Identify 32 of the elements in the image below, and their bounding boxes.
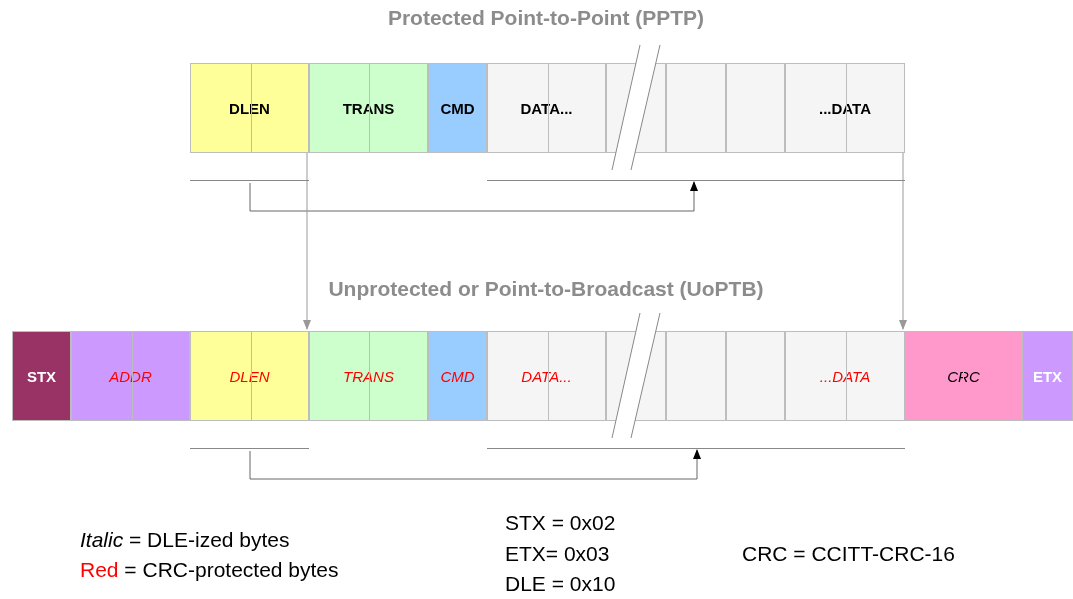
section-title: Protected Point-to-Point (PPTP) [387,6,705,30]
definition-text: ETX= 0x03 [505,542,610,566]
packet-field: DLEN [190,63,309,153]
packet-field: DATA... [487,331,606,421]
packet-field: CMD [428,331,487,421]
empty-field [726,63,785,153]
packet-field: ETX [1022,331,1073,421]
definition-text: STX = 0x02 [505,511,616,535]
section-title: Unprotected or Point-to-Broadcast (UoPTB) [328,277,764,301]
bracket-line [487,180,905,183]
arrow [249,449,701,480]
bracket-line [190,448,309,451]
packet-field: TRANS [309,331,428,421]
packet-field: CMD [428,63,487,153]
packet-field: CRC [905,331,1022,421]
packet-field: TRANS [309,63,428,153]
arrow [249,181,698,212]
empty-field [666,331,726,421]
arrow [899,152,907,330]
packet-field: STX [12,331,71,421]
bracket-line [487,448,905,451]
definition-text: DLE = 0x10 [505,572,616,596]
empty-field [726,331,785,421]
packet-field: ...DATA [785,331,905,421]
arrow [303,152,311,330]
legend-text: Italic = DLE-ized bytes [80,528,290,552]
empty-field [666,63,726,153]
legend-text: Red = CRC-protected bytes [80,558,339,582]
packet-field: ...DATA [785,63,905,153]
packet-field: DATA... [487,63,606,153]
definition-text: CRC = CCITT-CRC-16 [742,542,955,566]
bracket-line [190,180,309,183]
